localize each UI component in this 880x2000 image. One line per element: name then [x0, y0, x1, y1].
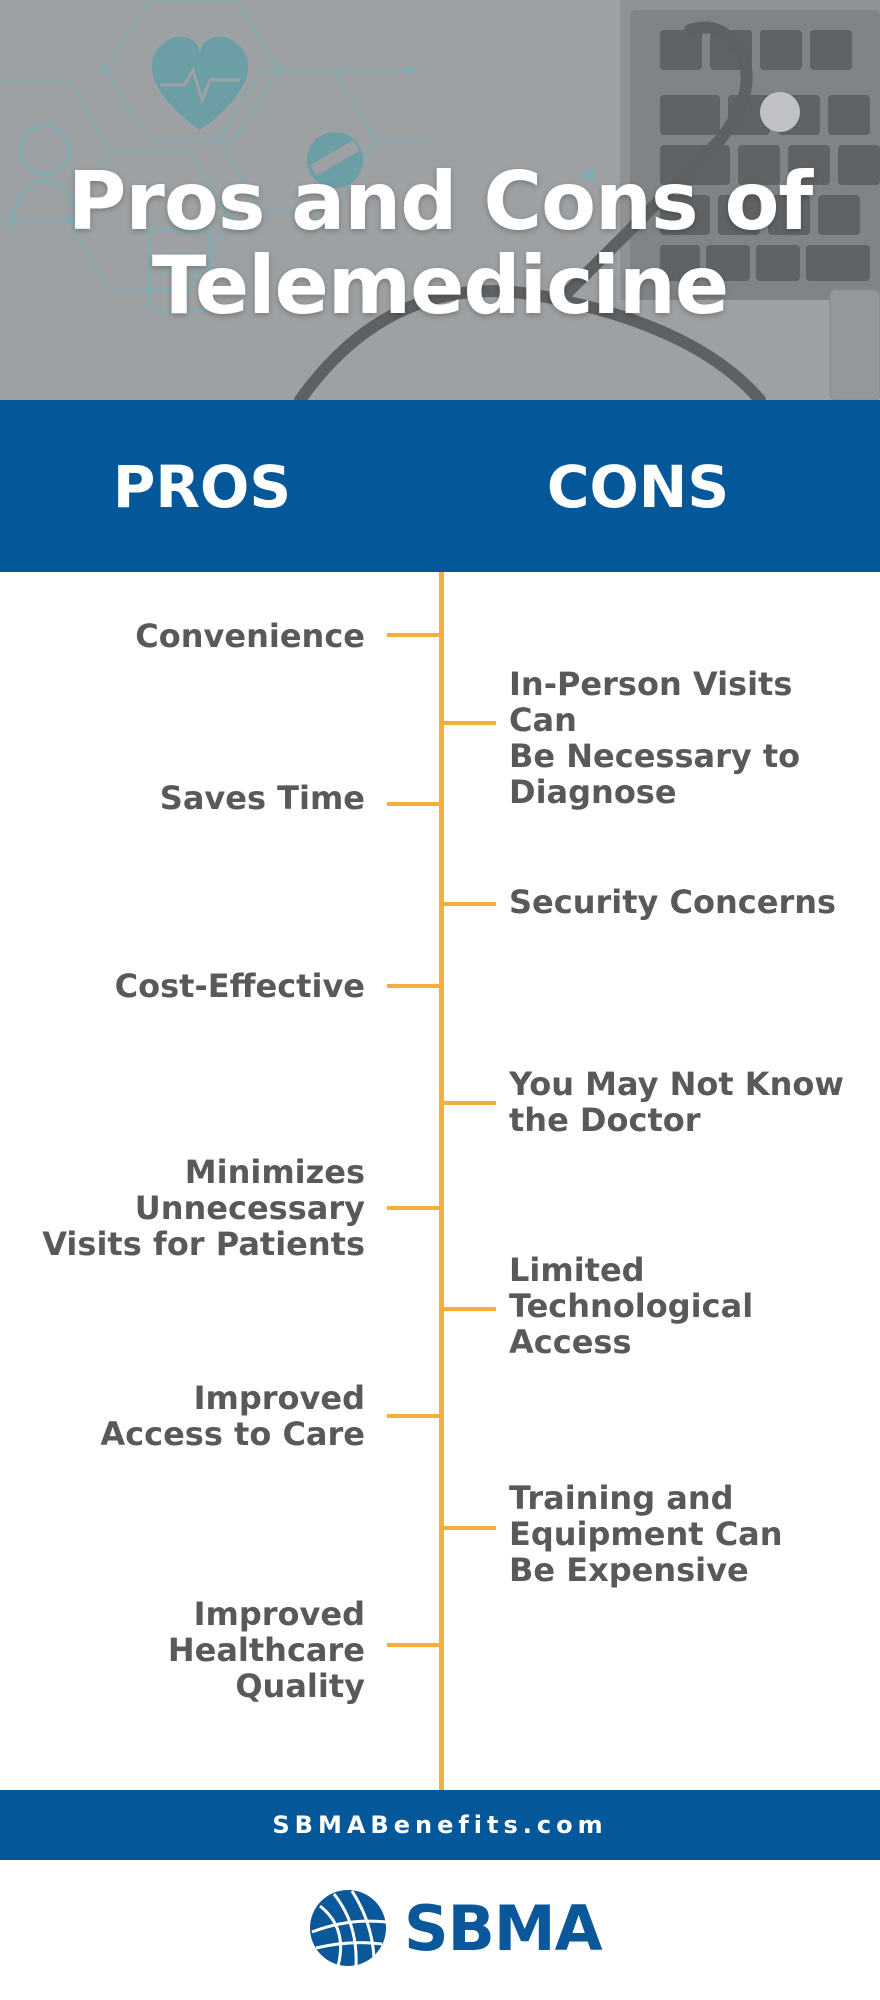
- pro-text-line: Improved: [193, 1595, 365, 1633]
- hero-background-illustration: [0, 0, 880, 400]
- pro-item-cost-effective: Cost-Effective: [5, 968, 365, 1004]
- con-text-line: You May Not Know: [509, 1065, 844, 1103]
- con-item-training-expensive: Training and Equipment Can Be Expensive: [509, 1480, 869, 1588]
- con-text-line: Access: [509, 1323, 632, 1361]
- stethoscope-icon: [294, 21, 766, 400]
- pro-text-line: Convenience: [135, 617, 365, 655]
- pro-item-minimizes-visits: Minimizes Unnecessary Visits for Patient…: [5, 1154, 365, 1262]
- pros-heading: PROS: [112, 453, 292, 521]
- con-connector: [442, 1307, 496, 1311]
- con-text-line: Security Concerns: [509, 883, 837, 921]
- pro-item-saves-time: Saves Time: [5, 780, 365, 816]
- pro-item-access-to-care: Improved Access to Care: [5, 1380, 365, 1452]
- pro-text-line: Minimizes: [184, 1153, 365, 1191]
- globe-logo-icon: [310, 1890, 387, 1967]
- pro-text-line: Quality: [235, 1667, 365, 1705]
- doctor-icon: [8, 124, 82, 231]
- pro-item-convenience: Convenience: [5, 618, 365, 654]
- con-text-line: Be Necessary to: [509, 737, 801, 775]
- page-title: Pros and Cons of Telemedicine: [0, 160, 880, 328]
- con-connector: [442, 721, 496, 725]
- pro-text-line: Cost-Effective: [114, 967, 365, 1005]
- con-text-line: Limited: [509, 1251, 645, 1289]
- pro-connector: [387, 1643, 441, 1647]
- pro-text-line: Visits for Patients: [42, 1225, 365, 1263]
- clipboard-icon: [148, 228, 212, 312]
- con-text-line: Technological: [509, 1287, 754, 1325]
- sbma-logo: SBMA: [308, 1886, 603, 1976]
- con-text-line: Diagnose: [509, 773, 677, 811]
- pro-item-healthcare-quality: Improved Healthcare Quality: [5, 1596, 365, 1704]
- pro-connector: [387, 1206, 441, 1210]
- title-line-2: Telemedicine: [151, 239, 729, 332]
- title-line-1: Pros and Cons of: [67, 155, 813, 248]
- con-connector: [442, 1526, 496, 1530]
- pros-cons-timeline: Convenience Saves Time Cost-Effective Mi…: [0, 572, 880, 1790]
- timeline-axis: [439, 572, 444, 1790]
- con-text-line: the Doctor: [509, 1101, 701, 1139]
- pill-icon: [307, 132, 363, 188]
- footer-band: [0, 1790, 880, 1860]
- con-item-limited-access: Limited Technological Access: [509, 1252, 869, 1360]
- pro-text-line: Unnecessary: [134, 1189, 365, 1227]
- keyboard-icon: [620, 0, 880, 400]
- pro-text-line: Access to Care: [100, 1415, 365, 1453]
- website-link[interactable]: SBMABenefits.com: [272, 1811, 608, 1839]
- con-item-in-person-visits: In-Person Visits Can Be Necessary to Dia…: [509, 666, 869, 810]
- pro-text-line: Saves Time: [159, 779, 365, 817]
- con-text-line: In-Person Visits Can: [509, 665, 793, 739]
- con-item-not-know-doctor: You May Not Know the Doctor: [509, 1066, 869, 1138]
- logo-wordmark: SBMA: [404, 1892, 603, 1965]
- con-text-line: Equipment Can: [509, 1515, 783, 1553]
- pro-connector: [387, 1414, 441, 1418]
- pro-connector: [387, 802, 441, 806]
- hero-banner: Pros and Cons of Telemedicine: [0, 0, 880, 400]
- cons-heading: CONS: [546, 453, 730, 521]
- pro-connector: [387, 633, 441, 637]
- con-connector: [442, 1101, 496, 1105]
- pro-connector: [387, 984, 441, 988]
- con-text-line: Be Expensive: [509, 1551, 749, 1589]
- pro-text-line: Healthcare: [167, 1631, 365, 1669]
- heart-pulse-icon: [151, 36, 249, 130]
- pro-text-line: Improved: [193, 1379, 365, 1417]
- columns-header-band: [0, 400, 880, 572]
- con-item-security-concerns: Security Concerns: [509, 884, 869, 920]
- con-text-line: Training and: [509, 1479, 734, 1517]
- con-connector: [442, 902, 496, 906]
